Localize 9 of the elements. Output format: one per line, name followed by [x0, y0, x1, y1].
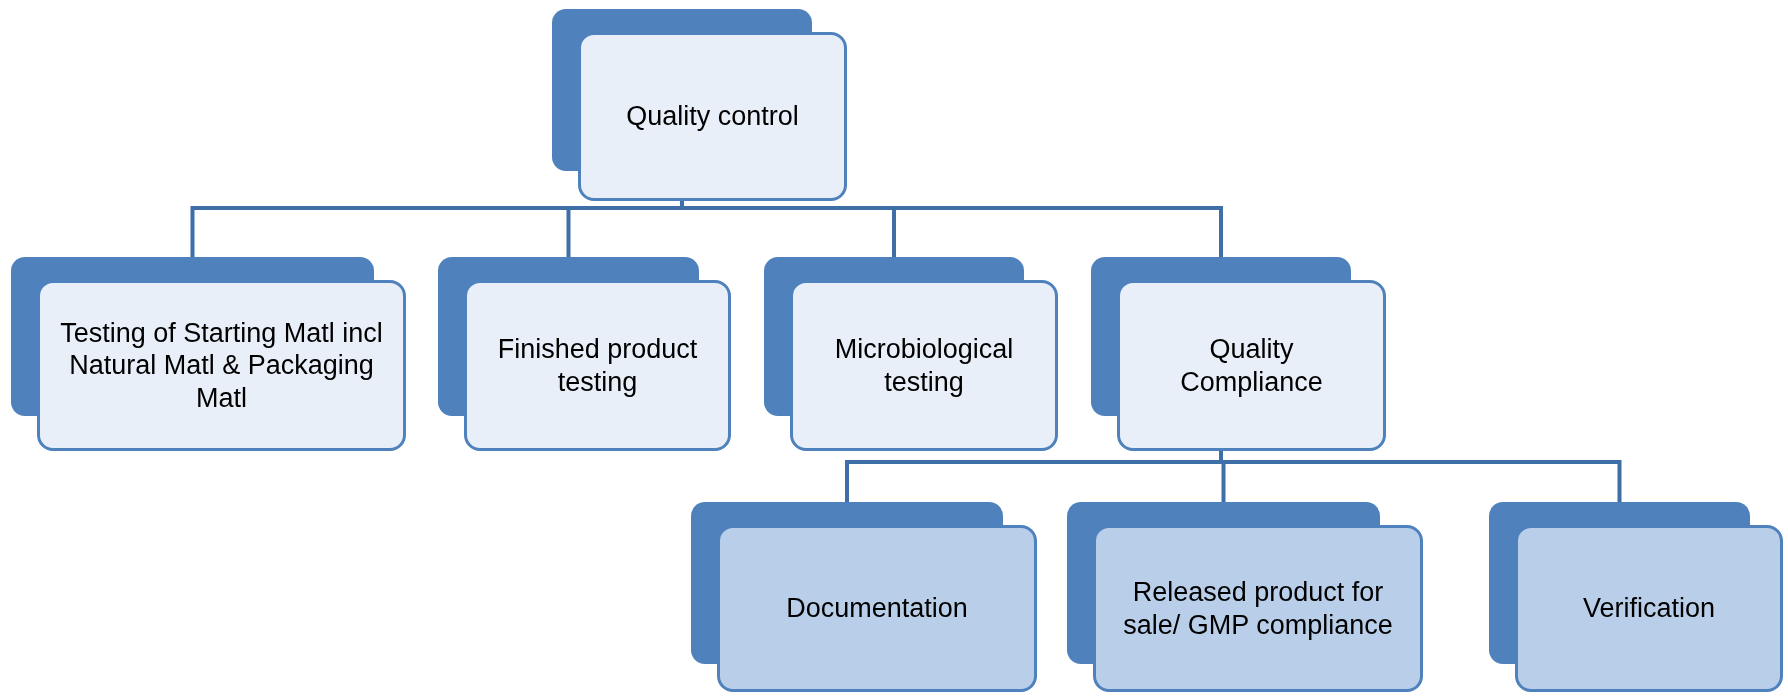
process-box: Finished product testing — [464, 280, 731, 451]
process-box: Verification — [1515, 525, 1783, 692]
process-box: Testing of Starting Matl incl Natural Matl & Packaging Matl — [37, 280, 406, 451]
process-box: Quality Compliance — [1117, 280, 1386, 451]
process-box: Documentation — [717, 525, 1037, 692]
process-box: Microbiological testing — [790, 280, 1058, 451]
connector-line — [1219, 451, 1622, 502]
process-box: Released product for sale/ GMP compliance — [1093, 525, 1423, 692]
process-box: Quality control — [578, 32, 847, 201]
